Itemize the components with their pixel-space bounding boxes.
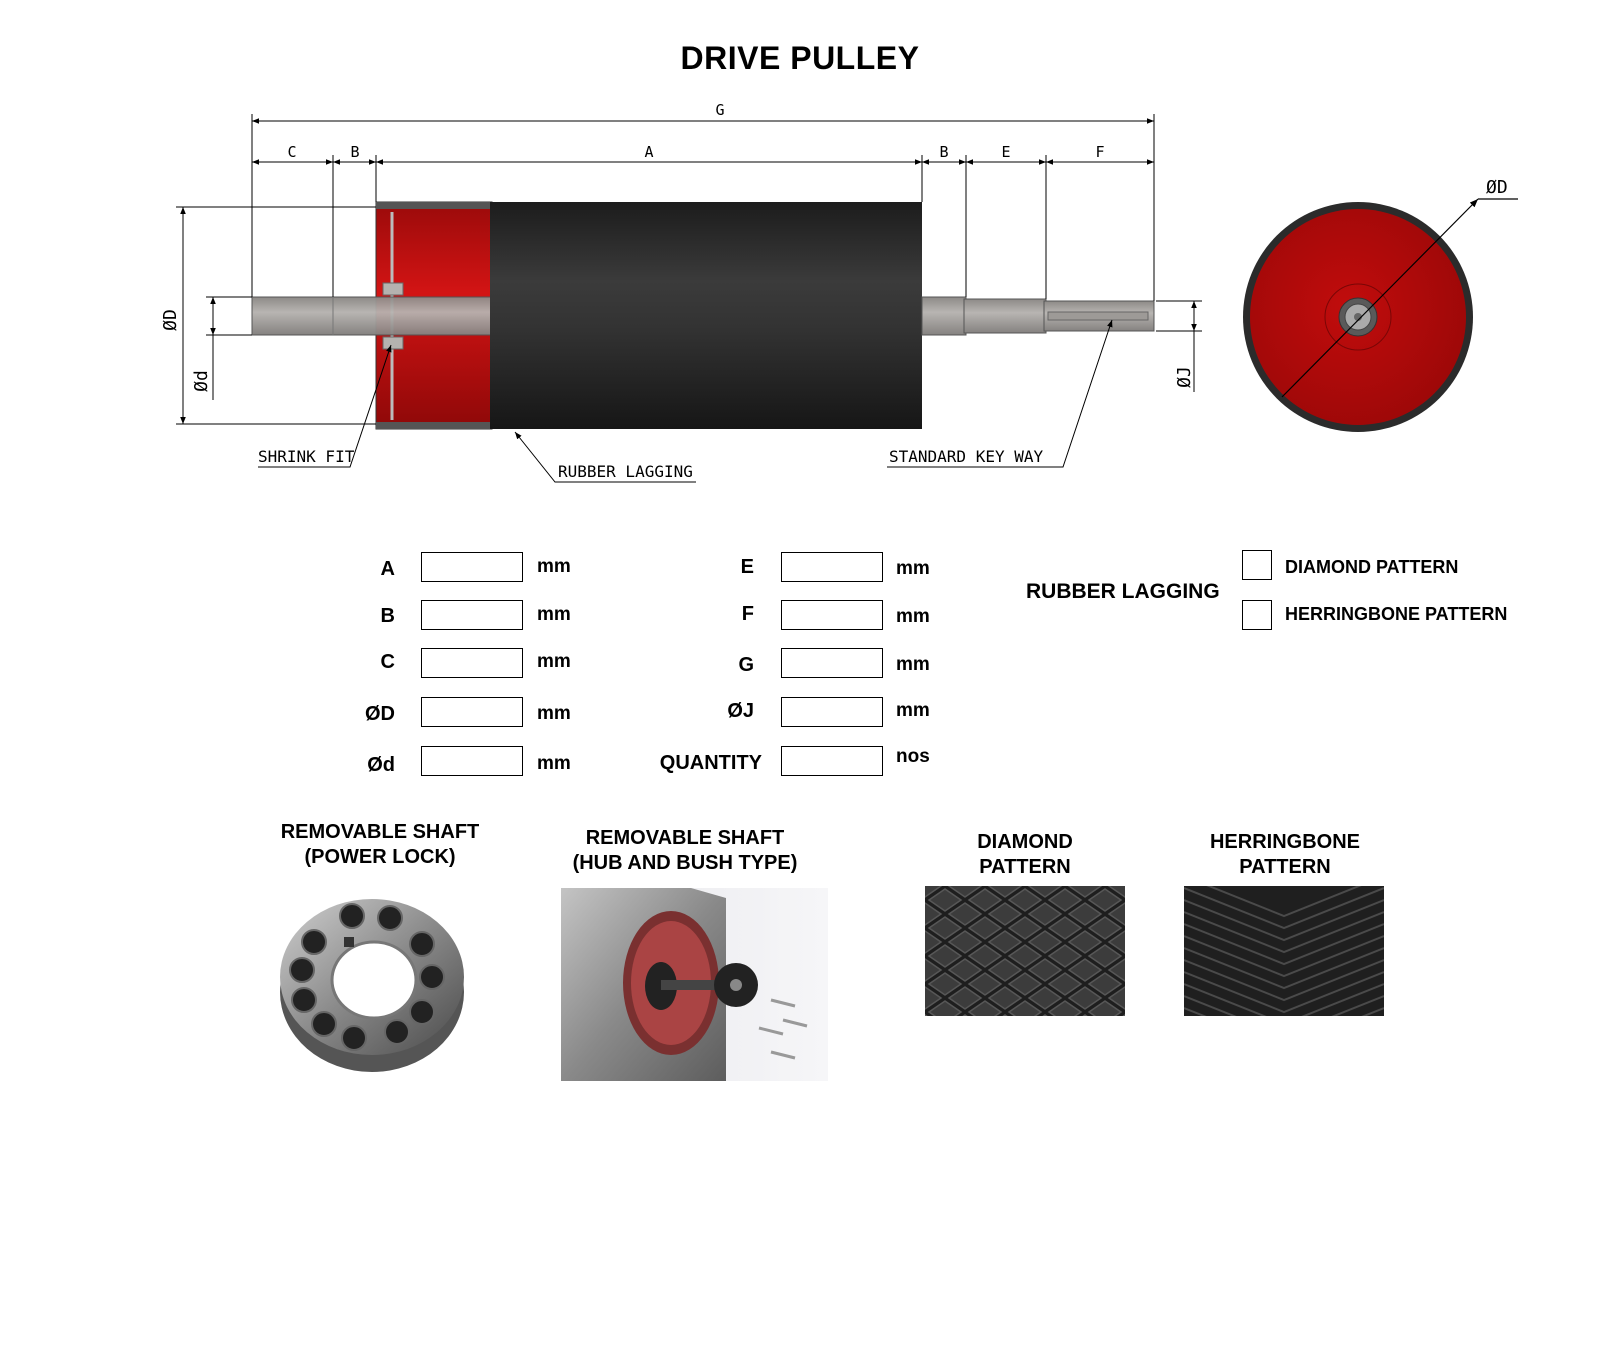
dim-label-phiJ: ØJ: [1174, 366, 1195, 388]
unit-G: mm: [896, 654, 930, 675]
rubber-lagging-drum: [490, 202, 922, 429]
caption-power-lock: REMOVABLE SHAFT(POWER LOCK): [280, 821, 480, 868]
pulley-drawing: G C B A B E F ØD Ød ØJ SHRINK FIT RUBBER…: [160, 101, 1518, 483]
field-label-F: F: [741, 603, 754, 625]
diamond-pattern-image: [925, 886, 1125, 1016]
keyway: [1047, 311, 1149, 321]
dim-label-phid: Ød: [191, 370, 212, 392]
power-lock-image: [280, 899, 464, 1072]
field-label-B: B: [380, 605, 395, 627]
callout-shrink-fit: SHRINK FIT: [258, 447, 355, 466]
page-title: DRIVE PULLEY: [680, 40, 920, 76]
field-label-quantity: QUANTITY: [659, 752, 762, 774]
herringbone-pattern-label: HERRINGBONE PATTERN: [1285, 604, 1508, 624]
input-F[interactable]: [781, 600, 883, 630]
input-E[interactable]: [781, 552, 883, 582]
input-phiD[interactable]: [421, 697, 523, 727]
unit-F: mm: [896, 606, 930, 627]
field-label-phiD: ØD: [365, 703, 395, 725]
diamond-pattern-label: DIAMOND PATTERN: [1285, 557, 1459, 577]
input-quantity[interactable]: [781, 746, 883, 776]
herringbone-pattern-checkbox[interactable]: [1242, 600, 1272, 630]
field-label-A: A: [380, 558, 395, 580]
unit-phiJ: mm: [896, 700, 930, 721]
dim-label-A: A: [644, 143, 653, 161]
rubber-lagging-label: RUBBER LAGGING: [1026, 580, 1220, 603]
herringbone-pattern-image: [1184, 886, 1384, 1016]
dim-label-B-left: B: [350, 143, 359, 161]
caption-hub-and-bush: REMOVABLE SHAFT(HUB AND BUSH TYPE): [572, 827, 798, 874]
input-B[interactable]: [421, 600, 523, 630]
dim-label-E: E: [1001, 143, 1010, 161]
field-label-G: G: [738, 654, 754, 676]
hub-and-bush-image: [561, 888, 828, 1081]
dim-label-phiD-end: ØD: [1486, 177, 1508, 198]
unit-A: mm: [537, 556, 571, 577]
input-A[interactable]: [421, 552, 523, 582]
end-view: ØD: [1243, 177, 1518, 432]
unit-B: mm: [537, 604, 571, 625]
unit-E: mm: [896, 558, 930, 579]
input-G[interactable]: [781, 648, 883, 678]
callout-rubber-lagging: RUBBER LAGGING: [558, 462, 693, 481]
field-label-phid: Ød: [367, 754, 395, 776]
unit-phiD: mm: [537, 703, 571, 724]
right-shaft: [921, 296, 967, 336]
field-label-phiJ: ØJ: [727, 700, 754, 722]
callout-standard-key-way: STANDARD KEY WAY: [889, 447, 1043, 466]
input-phiJ[interactable]: [781, 697, 883, 727]
field-label-C: C: [380, 651, 395, 673]
dim-label-B-right: B: [939, 143, 948, 161]
input-C[interactable]: [421, 648, 523, 678]
dim-label-phiD: ØD: [160, 309, 181, 331]
dim-label-C: C: [287, 143, 296, 161]
unit-C: mm: [537, 651, 571, 672]
field-label-E: E: [740, 556, 754, 578]
dim-label-F: F: [1095, 143, 1104, 161]
unit-phid: mm: [537, 753, 571, 774]
diamond-pattern-checkbox[interactable]: [1242, 550, 1272, 580]
dim-label-G: G: [715, 101, 724, 119]
unit-quantity: nos: [896, 746, 930, 767]
input-phid[interactable]: [421, 746, 523, 776]
